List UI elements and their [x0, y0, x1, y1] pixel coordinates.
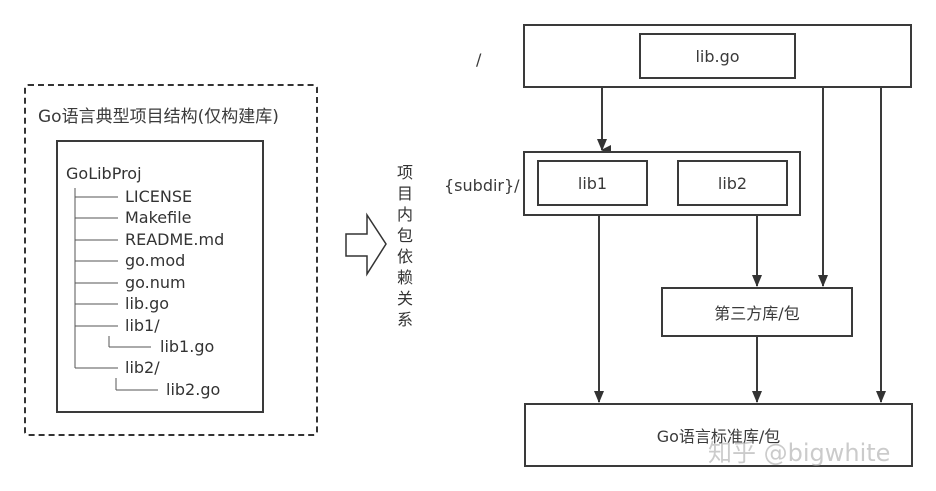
arrowhead-icon	[594, 391, 604, 403]
tree-item: lib2/	[125, 358, 160, 377]
node-third-party: 第三方库/包	[661, 287, 853, 337]
watermark: 知乎 @bigwhite	[708, 439, 891, 467]
tree-item: Makefile	[125, 208, 192, 227]
arrowhead-icon	[876, 391, 886, 403]
project-structure-frame	[24, 84, 318, 436]
tree-item: go.num	[125, 273, 186, 292]
project-structure-title: Go语言典型项目结构(仅构建库)	[38, 107, 279, 127]
arrowhead-icon	[752, 275, 762, 287]
label-char: 系	[396, 310, 413, 329]
tree-item: lib1.go	[160, 337, 215, 356]
arrowhead-icon	[597, 139, 607, 151]
tree-item: lib.go	[125, 294, 170, 313]
label-char: 项	[396, 163, 413, 182]
tree-item: lib1/	[125, 316, 160, 335]
node-lib-go: lib.go	[639, 33, 796, 79]
label-char: 内	[396, 205, 413, 224]
root-dir-label: /	[476, 50, 482, 69]
arrowhead-icon	[818, 275, 828, 287]
label-char: 包	[396, 226, 413, 245]
label-char: 关	[396, 289, 413, 308]
tree-root: GoLibProj	[66, 164, 142, 183]
tree-item: go.mod	[125, 251, 186, 270]
subdir-label: {subdir}/	[444, 176, 520, 195]
node-lib2: lib2	[677, 160, 788, 206]
dependency-vertical-label: 项 目 内 包 依 赖 关 系	[395, 162, 415, 330]
node-lib1: lib1	[537, 160, 648, 206]
label-char: 目	[396, 184, 413, 203]
node-std-lib: Go语言标准库/包	[524, 403, 913, 467]
label-char: 赖	[396, 268, 413, 287]
hollow-right-arrow-icon	[345, 212, 387, 277]
label-char: 依	[396, 247, 413, 266]
tree-item: lib2.go	[166, 380, 221, 399]
tree-item: LICENSE	[125, 187, 193, 206]
tree-item: README.md	[125, 230, 225, 249]
arrowhead-icon	[752, 391, 762, 403]
